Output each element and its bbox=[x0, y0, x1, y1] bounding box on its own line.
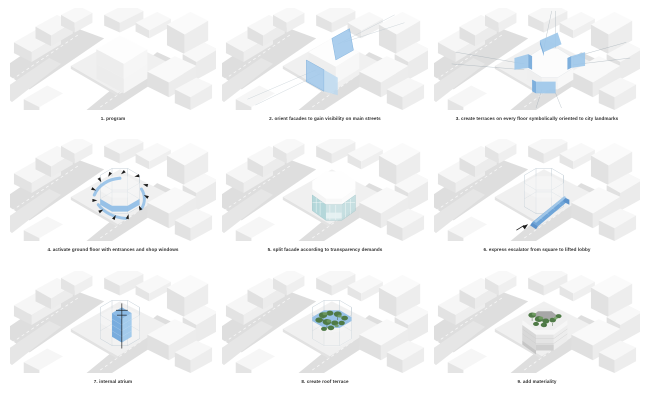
panel-express-escalator: 6. express escalator from square to lift… bbox=[434, 139, 640, 266]
atrium-axis bbox=[115, 303, 128, 349]
roof-planting bbox=[315, 310, 348, 331]
panel-activate-ground-floor: 4. activate ground floor with entrances … bbox=[10, 139, 216, 266]
blue-facade-plane-lower bbox=[306, 59, 338, 96]
plaza-arrow bbox=[516, 224, 529, 231]
facade-outline bbox=[312, 194, 356, 221]
panel-1-caption: 1. program bbox=[100, 116, 126, 121]
panel-7-scene bbox=[10, 270, 216, 374]
panel-9-scene bbox=[434, 270, 640, 374]
panel-program: 1. program bbox=[10, 8, 216, 135]
entrance-arrows bbox=[91, 170, 149, 221]
panel-3-caption: 3. create terraces on every floor symbol… bbox=[455, 116, 619, 121]
panel-create-terraces: 3. create terraces on every floor symbol… bbox=[434, 8, 640, 135]
panel-create-roof-terrace: 8. create roof terrace bbox=[222, 270, 428, 398]
panel-4-scene bbox=[10, 139, 216, 243]
terrace-wedge-south bbox=[532, 79, 556, 94]
escalator-tube bbox=[530, 196, 570, 230]
panel-add-materiality: 9. add materiality bbox=[434, 270, 640, 398]
blue-facade-plane-upper bbox=[331, 28, 354, 61]
panel-orient-facades: 2. orient facades to gain visibility on … bbox=[222, 8, 428, 135]
panel-5-caption: 5. split facade according to transparenc… bbox=[267, 247, 383, 253]
panel-5-scene bbox=[222, 139, 428, 243]
panel-7-caption: 7. internal atrium bbox=[93, 378, 133, 384]
panel-6-scene bbox=[434, 139, 640, 243]
panel-split-facade: 5. split facade according to transparenc… bbox=[222, 139, 428, 266]
roof-planting bbox=[528, 312, 562, 327]
panel-4-caption: 4. activate ground floor with entrances … bbox=[47, 247, 179, 253]
ground-floor-blue-band bbox=[92, 176, 146, 221]
panel-1-scene bbox=[10, 8, 216, 111]
panel-2-caption: 2. orient facades to gain visibility on … bbox=[269, 116, 381, 121]
panel-2-scene bbox=[222, 8, 428, 111]
terrace-wedge-north bbox=[539, 32, 562, 57]
upper-white-mass bbox=[312, 171, 356, 206]
panel-6-caption: 6. express escalator from square to lift… bbox=[483, 247, 591, 253]
terrace-wedge-east bbox=[567, 52, 586, 70]
panel-3-scene bbox=[434, 8, 640, 111]
massing-solid-box bbox=[96, 35, 148, 94]
lower-glazed-facade bbox=[312, 195, 356, 221]
panel-9-caption: 9. add materiality bbox=[517, 378, 557, 384]
terrace-wedge-west bbox=[514, 54, 533, 70]
panel-8-caption: 8. create roof terrace bbox=[301, 378, 349, 384]
panel-8-scene bbox=[222, 270, 428, 374]
panel-internal-atrium: 7. internal atrium bbox=[10, 270, 216, 398]
